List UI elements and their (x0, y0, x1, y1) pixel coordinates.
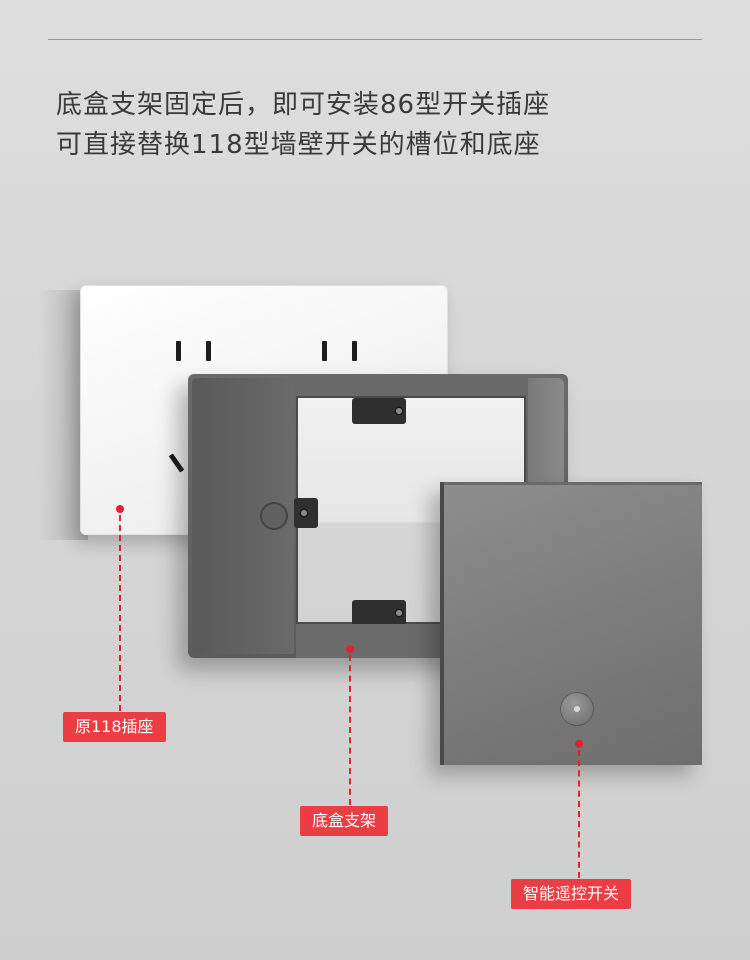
smart-switch-panel (440, 482, 702, 765)
marker-line-switch (578, 750, 580, 878)
socket-slot (352, 341, 357, 361)
marker-dot-socket (116, 505, 124, 513)
round-button-icon (560, 692, 594, 726)
marker-line-bracket (349, 655, 351, 805)
socket-slot (168, 453, 185, 473)
marker-dot-bracket (346, 645, 354, 653)
screw-icon (394, 608, 404, 618)
label-mount-bracket: 底盒支架 (300, 806, 389, 836)
marker-dot-switch (575, 740, 583, 748)
socket-slot (206, 341, 211, 361)
socket-slot (176, 341, 181, 361)
socket-wall-shadow (38, 290, 88, 540)
headline-line-2: 可直接替换118型墙壁开关的槽位和底座 (56, 130, 541, 160)
bracket-side-hole (260, 502, 288, 530)
top-divider (48, 39, 702, 40)
headline-line-1: 底盒支架固定后，即可安装86型开关插座 (56, 90, 551, 120)
screw-icon (299, 508, 309, 518)
socket-slot (322, 341, 327, 361)
marker-line-socket (119, 515, 121, 711)
screw-icon (394, 406, 404, 416)
label-smart-switch: 智能遥控开关 (511, 879, 632, 909)
label-original-socket: 原118插座 (63, 712, 166, 742)
